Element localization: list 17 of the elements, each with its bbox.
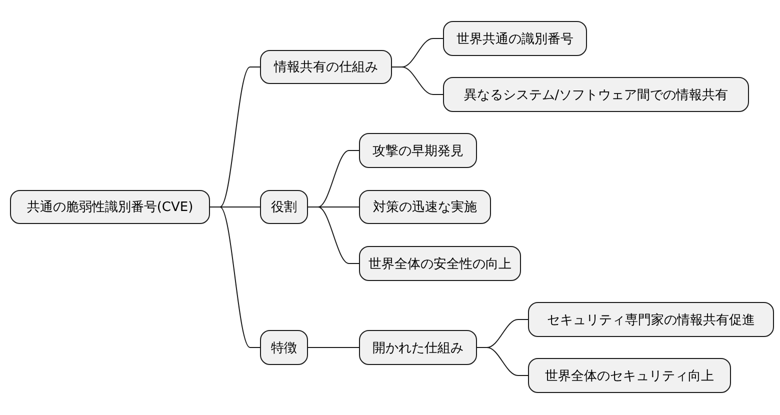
topic-box: 共通の脆弱性識別番号(CVE)	[10, 190, 210, 224]
topic-box: 世界全体のセキュリティ向上	[528, 358, 731, 393]
connector-line	[392, 66, 444, 95]
connector-line	[308, 206, 360, 264]
topic-box: 対策の迅速な実施	[359, 190, 491, 224]
connector-line	[308, 347, 360, 348]
connector-line	[210, 206, 260, 348]
topic-box: 世界全体の安全性の向上	[359, 246, 521, 281]
topic-box: 開かれた仕組み	[359, 330, 477, 365]
topic-box: 情報共有の仕組み	[260, 50, 392, 84]
topic-box: 世界共通の識別番号	[443, 21, 587, 56]
topic-box: 異なるシステム/ソフトウェア間での情報共有	[443, 77, 749, 112]
topic-box: 攻撃の早期発見	[359, 133, 477, 168]
topic-box: 役割	[260, 190, 308, 224]
topic-box: セキュリティ専門家の情報共有促進	[528, 302, 774, 337]
connector-line	[476, 347, 528, 376]
topic-box: 特徴	[260, 330, 308, 365]
